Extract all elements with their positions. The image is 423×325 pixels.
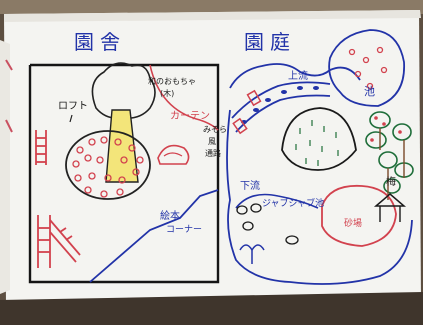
- label-splash-pond: ジャブジャブ池: [262, 200, 324, 209]
- label-loft: ロフト: [58, 102, 88, 112]
- label-wooden-toy: 和のおもちゃ: [148, 78, 196, 86]
- label-sky-1: みそら: [203, 126, 227, 134]
- label-sky-3: 通路: [205, 150, 221, 158]
- label-curtain: カーテン: [170, 112, 210, 122]
- label-picture-book-corner: コーナー: [166, 226, 202, 235]
- label-sand: 砂場: [344, 220, 362, 229]
- label-picture-book: 絵本: [160, 212, 180, 222]
- label-downstream: 下流: [240, 182, 260, 192]
- heading-garden: 園庭: [244, 32, 296, 52]
- label-upstream: 上流: [288, 72, 308, 82]
- label-sky-2: 風: [208, 138, 216, 146]
- label-cherry: 梅: [386, 178, 396, 188]
- label-pond: 池: [364, 86, 375, 97]
- label-wooden-toy-note: (木): [160, 90, 174, 98]
- heading-building: 園舎: [74, 32, 126, 52]
- paper-left-edge: [0, 40, 10, 294]
